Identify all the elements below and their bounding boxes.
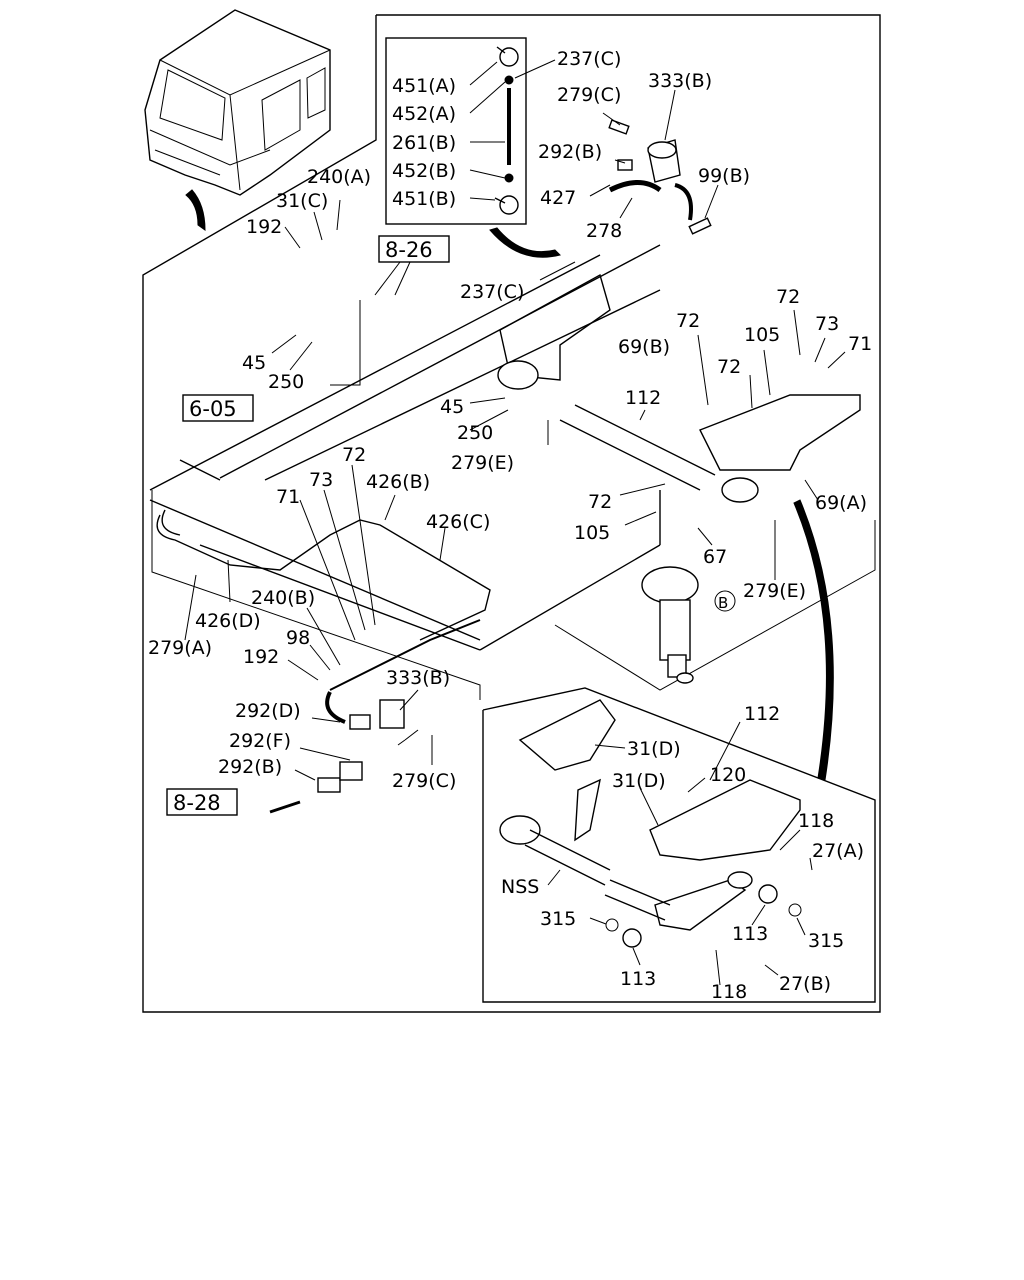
height-valve-top	[608, 119, 712, 235]
callout-112-detail[interactable]: 112	[744, 703, 780, 725]
callout-31c[interactable]: 31(C)	[276, 190, 328, 212]
callout-451a[interactable]: 451(A)	[392, 75, 456, 97]
callout-240a[interactable]: 240(A)	[307, 166, 371, 188]
trailing-arm-detail	[499, 699, 802, 948]
callout-72-a[interactable]: 72	[776, 286, 800, 308]
linkage-rod-assembly	[494, 46, 519, 215]
callout-452b[interactable]: 452(B)	[392, 160, 456, 182]
air-pipe-assembly	[269, 619, 481, 814]
callout-452a[interactable]: 452(A)	[392, 103, 456, 125]
ref-8-28[interactable]: 8-28	[173, 791, 221, 815]
callout-98[interactable]: 98	[286, 627, 310, 649]
callout-292b-bot[interactable]: 292(B)	[218, 756, 282, 778]
swing-arrow-detail	[793, 499, 834, 781]
callout-250-mid[interactable]: 250	[457, 422, 493, 444]
callout-279c-bot[interactable]: 279(C)	[392, 770, 456, 792]
detail-inset-box	[482, 687, 876, 1003]
chassis-frame	[149, 244, 861, 651]
callout-105-mid[interactable]: 105	[574, 522, 610, 544]
leader-lines	[184, 59, 846, 986]
callout-292f[interactable]: 292(F)	[229, 730, 291, 752]
callout-105-top[interactable]: 105	[744, 324, 780, 346]
callout-31d-a[interactable]: 31(D)	[627, 738, 681, 760]
shock-absorber	[641, 566, 699, 684]
callout-69a[interactable]: 69(A)	[815, 492, 867, 514]
ref-6-05[interactable]: 6-05	[189, 397, 237, 421]
callout-67[interactable]: 67	[703, 546, 727, 568]
ref-box-8-28	[166, 788, 238, 816]
callout-279e-right[interactable]: 279(E)	[743, 580, 806, 602]
callout-427[interactable]: 427	[540, 187, 576, 209]
dashed-leader	[330, 300, 361, 386]
callout-292b-top[interactable]: 292(B)	[538, 141, 602, 163]
callout-192-bot[interactable]: 192	[243, 646, 279, 668]
callout-292d[interactable]: 292(D)	[235, 700, 301, 722]
callout-192-top[interactable]: 192	[246, 216, 282, 238]
callout-71-left[interactable]: 71	[276, 486, 300, 508]
callout-113-b[interactable]: 113	[620, 968, 656, 990]
marker-b-circle	[714, 590, 736, 612]
callout-73-left[interactable]: 73	[309, 469, 333, 491]
cab-illustration	[144, 9, 331, 231]
callout-72-e[interactable]: 72	[588, 491, 612, 513]
floor-plane	[151, 490, 481, 700]
floor-plane-right	[554, 520, 876, 691]
callout-426b[interactable]: 426(B)	[366, 471, 430, 493]
callout-333b-top[interactable]: 333(B)	[648, 70, 712, 92]
callout-112-mid[interactable]: 112	[625, 387, 661, 409]
callout-120[interactable]: 120	[710, 764, 746, 786]
callout-279c-top[interactable]: 279(C)	[557, 84, 621, 106]
callout-45-left[interactable]: 45	[242, 352, 266, 374]
callout-237c-top[interactable]: 237(C)	[557, 48, 621, 70]
diagram-frame	[142, 14, 881, 1013]
callout-250-left[interactable]: 250	[268, 371, 304, 393]
callout-261b[interactable]: 261(B)	[392, 132, 456, 154]
callout-237c-mid[interactable]: 237(C)	[460, 281, 524, 303]
callout-118-b[interactable]: 118	[711, 981, 747, 1003]
callout-315-a[interactable]: 315	[540, 908, 576, 930]
callout-45-mid[interactable]: 45	[440, 396, 464, 418]
ref-8-26[interactable]: 8-26	[385, 238, 433, 262]
callout-240b[interactable]: 240(B)	[251, 587, 315, 609]
callout-279a[interactable]: 279(A)	[148, 637, 212, 659]
marker-b-label: B	[718, 594, 728, 612]
callout-99b[interactable]: 99(B)	[698, 165, 750, 187]
callout-27a[interactable]: 27(A)	[812, 840, 864, 862]
callout-73-right[interactable]: 73	[815, 313, 839, 335]
callout-279e-mid[interactable]: 279(E)	[451, 452, 514, 474]
callout-451b[interactable]: 451(B)	[392, 188, 456, 210]
callout-113-a[interactable]: 113	[732, 923, 768, 945]
linkage-inset-box	[385, 37, 527, 225]
callout-118-a[interactable]: 118	[798, 810, 834, 832]
swing-arrow-inset	[489, 227, 561, 258]
callout-333b-bot[interactable]: 333(B)	[386, 667, 450, 689]
callout-72-b[interactable]: 72	[676, 310, 700, 332]
callout-nss[interactable]: NSS	[501, 876, 539, 898]
callout-426d[interactable]: 426(D)	[195, 610, 261, 632]
callout-69b[interactable]: 69(B)	[618, 336, 670, 358]
callout-426c[interactable]: 426(C)	[426, 511, 490, 533]
callout-315-b[interactable]: 315	[808, 930, 844, 952]
ref-box-8-26	[378, 235, 450, 263]
callout-31d-b[interactable]: 31(D)	[612, 770, 666, 792]
callout-27b[interactable]: 27(B)	[779, 973, 831, 995]
callout-278[interactable]: 278	[586, 220, 622, 242]
callout-72-d[interactable]: 72	[342, 444, 366, 466]
callout-72-c[interactable]: 72	[717, 356, 741, 378]
callout-labels: 451(A) 452(A) 261(B) 452(B) 451(B) 237(C…	[148, 48, 872, 1003]
ref-box-6-05	[182, 394, 254, 422]
callout-71-right[interactable]: 71	[848, 333, 872, 355]
